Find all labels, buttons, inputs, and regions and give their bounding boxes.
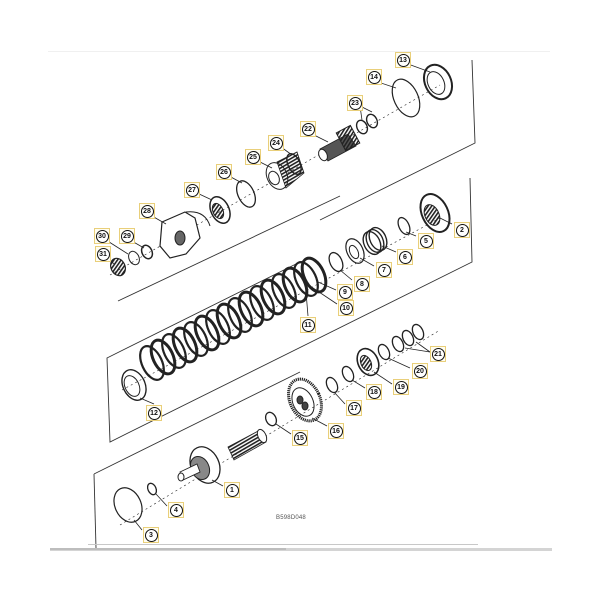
callout-29[interactable]: 29 <box>119 228 135 244</box>
callout-26[interactable]: 26 <box>216 164 232 180</box>
clutch-discs <box>139 256 328 381</box>
bottom-divider <box>88 544 478 545</box>
callout-label: 16 <box>329 424 343 438</box>
bottom-scrollbar-thumb[interactable] <box>50 548 286 550</box>
callout-10[interactable]: 10 <box>338 300 354 316</box>
callout-25[interactable]: 25 <box>245 149 261 165</box>
callout-22[interactable]: 22 <box>300 121 316 137</box>
callout-label: 20 <box>413 364 427 378</box>
callout-label: 19 <box>394 380 408 394</box>
callout-30[interactable]: 30 <box>94 228 110 244</box>
callout-12[interactable]: 12 <box>146 405 162 421</box>
callout-31[interactable]: 31 <box>95 246 111 262</box>
callout-label: 18 <box>367 385 381 399</box>
callout-27[interactable]: 27 <box>184 182 200 198</box>
callout-3[interactable]: 3 <box>143 527 159 543</box>
lower-parts <box>113 323 441 526</box>
callout-label: 23 <box>348 96 362 110</box>
callout-13[interactable]: 13 <box>395 52 411 68</box>
callout-label: 7 <box>377 263 391 277</box>
callout-label: 25 <box>246 150 260 164</box>
callout-label: 17 <box>347 401 361 415</box>
panel-frames <box>93 59 476 549</box>
callout-6[interactable]: 6 <box>397 249 413 265</box>
callout-label: 12 <box>147 406 161 420</box>
callout-17[interactable]: 17 <box>346 400 362 416</box>
callout-9[interactable]: 9 <box>337 284 353 300</box>
callout-label: 6 <box>398 250 412 264</box>
callout-label: 28 <box>140 204 154 218</box>
callout-label: 4 <box>169 503 183 517</box>
callout-label: 11 <box>301 318 315 332</box>
callout-label: 3 <box>144 528 158 542</box>
callout-2[interactable]: 2 <box>454 222 470 238</box>
callout-4[interactable]: 4 <box>168 502 184 518</box>
callout-label: 31 <box>96 247 110 261</box>
callout-15[interactable]: 15 <box>292 430 308 446</box>
callout-label: 8 <box>355 277 369 291</box>
callout-14[interactable]: 14 <box>366 69 382 85</box>
callout-label: 26 <box>217 165 231 179</box>
callout-label: 29 <box>120 229 134 243</box>
callout-label: 22 <box>301 122 315 136</box>
callout-7[interactable]: 7 <box>376 262 392 278</box>
callout-21[interactable]: 21 <box>430 346 446 362</box>
callout-label: 10 <box>339 301 353 315</box>
callout-label: 14 <box>367 70 381 84</box>
callout-label: 13 <box>396 53 410 67</box>
callout-18[interactable]: 18 <box>366 384 382 400</box>
callout-label: 21 <box>431 347 445 361</box>
callout-label: 15 <box>293 431 307 445</box>
callout-8[interactable]: 8 <box>354 276 370 292</box>
callout-label: 9 <box>338 285 352 299</box>
top-divider <box>48 51 550 52</box>
callout-28[interactable]: 28 <box>139 203 155 219</box>
drawing-reference-code: B598D048 <box>276 515 306 521</box>
callout-23[interactable]: 23 <box>347 95 363 111</box>
callout-5[interactable]: 5 <box>418 233 434 249</box>
callout-11[interactable]: 11 <box>300 317 316 333</box>
upper-parts <box>109 63 454 277</box>
callout-20[interactable]: 20 <box>412 363 428 379</box>
callout-19[interactable]: 19 <box>393 379 409 395</box>
bottom-scrollbar-track[interactable] <box>50 548 552 551</box>
callout-label: 27 <box>185 183 199 197</box>
leader-lines <box>105 63 453 531</box>
callout-16[interactable]: 16 <box>328 423 344 439</box>
clutch-pack-parts <box>121 193 451 401</box>
callout-label: 1 <box>225 483 239 497</box>
callout-1[interactable]: 1 <box>224 482 240 498</box>
callout-label: 24 <box>269 136 283 150</box>
callout-24[interactable]: 24 <box>268 135 284 151</box>
callout-label: 2 <box>455 223 469 237</box>
callout-label: 30 <box>95 229 109 243</box>
callout-label: 5 <box>419 234 433 248</box>
